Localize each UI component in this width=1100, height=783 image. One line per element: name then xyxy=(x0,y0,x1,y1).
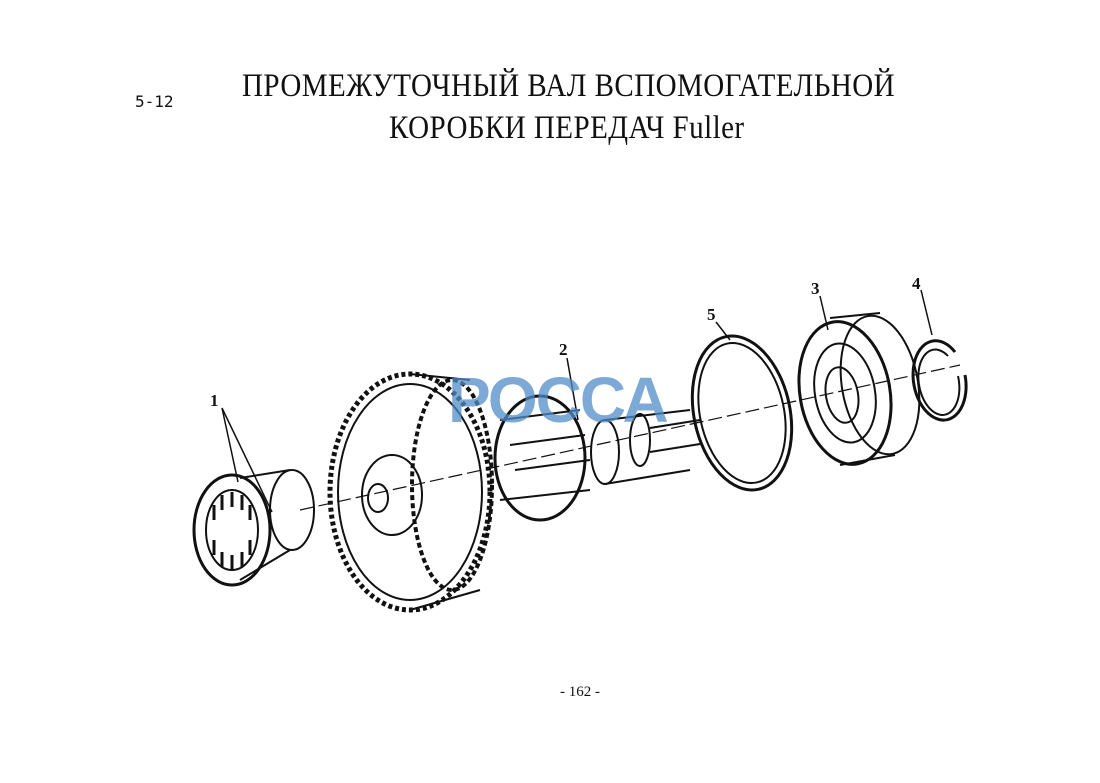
watermark-logo: РОССА xyxy=(448,364,669,436)
section-number: 5-12 xyxy=(135,92,174,111)
page-number: - 162 - xyxy=(560,684,600,700)
page-title-line2: КОРОБКИ ПЕРЕДАЧ Fuller xyxy=(389,110,745,146)
axis-line xyxy=(299,364,961,511)
snap-ring-part-4 xyxy=(911,339,968,422)
ball-bearing-part-3 xyxy=(797,312,921,466)
countershaft-gear xyxy=(327,371,494,613)
ring-part-5 xyxy=(690,334,794,492)
callout-leaders xyxy=(221,289,933,513)
callout-2: 2 xyxy=(559,340,568,359)
page-title-line1: ПРОМЕЖУТОЧНЫЙ ВАЛ ВСПОМОГАТЕЛЬНОЙ xyxy=(242,68,896,104)
callout-5: 5 xyxy=(707,305,716,324)
callout-3: 3 xyxy=(811,279,820,298)
roller-bearing-part-1 xyxy=(192,469,315,587)
countershaft-part-2 xyxy=(493,394,701,522)
callout-4: 4 xyxy=(912,274,921,293)
callout-1: 1 xyxy=(210,391,219,410)
